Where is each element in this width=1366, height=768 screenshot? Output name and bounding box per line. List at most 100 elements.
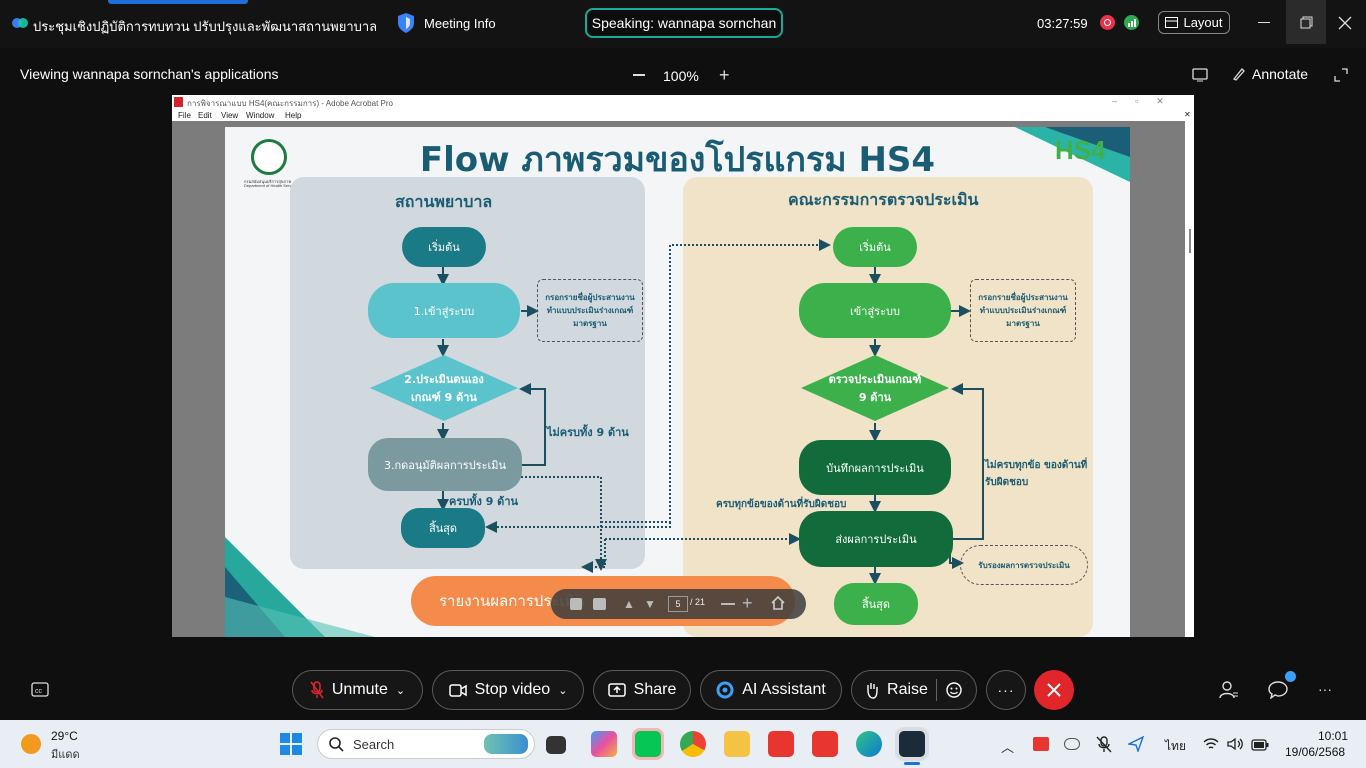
acrobat-title: การพิจารณาแบบ HS4(คณะกรรมการ) - Adobe Ac… <box>187 99 393 108</box>
clock-date[interactable]: 19/06/2568 <box>1285 745 1346 759</box>
left-login-node: 1.เข้าสู่ระบบ <box>368 283 520 338</box>
prev-page-icon[interactable]: ▲ <box>623 597 635 611</box>
speaking-indicator: Speaking: wannapa sornchan <box>585 8 783 38</box>
acrobat-icon <box>174 97 183 107</box>
start-windows-icon[interactable] <box>280 733 302 760</box>
chevron-down-icon[interactable]: ⌄ <box>395 684 406 697</box>
annotate-button[interactable]: Annotate <box>1232 66 1308 82</box>
zoom-out-button[interactable] <box>633 74 645 76</box>
raise-hand-button[interactable]: Raise <box>851 670 977 710</box>
hs4-logo: HS4 <box>1055 135 1106 165</box>
reaction-icon[interactable] <box>945 681 963 699</box>
menu-edit[interactable]: Edit <box>198 111 212 120</box>
pen-icon <box>1232 68 1245 81</box>
anydesk-icon[interactable] <box>768 731 794 757</box>
show-hidden-icons[interactable]: ︿ <box>1001 740 1015 755</box>
zoom-out-doc-icon[interactable] <box>721 603 735 605</box>
input-language[interactable]: ไทย <box>1165 739 1186 753</box>
menu-file[interactable]: File <box>178 111 191 120</box>
right-check-diamond <box>801 355 949 421</box>
minimize-window-icon[interactable] <box>1258 22 1270 23</box>
zoom-in-doc-icon[interactable]: + <box>742 593 753 613</box>
right-not-complete-label: ไม่ครบทุกข้อ ของด้านที่รับผิดชอบ <box>985 460 1088 488</box>
tray-mic-muted-icon[interactable] <box>1096 736 1112 758</box>
meeting-title-bar: ประชุมเชิงปฏิบัติการทบทวน ปรับปรุงและพัฒ… <box>0 0 1366 48</box>
more-options-button[interactable]: ··· <box>986 670 1026 710</box>
page-total: / 21 <box>690 597 706 607</box>
ai-assistant-label: AI Assistant <box>742 681 826 698</box>
edge-icon[interactable] <box>856 731 882 757</box>
share-screen-icon <box>607 682 626 697</box>
right-send-node: ส่งผลการประเมิน <box>799 511 953 567</box>
more-menu-icon[interactable]: ··· <box>1318 681 1332 697</box>
captions-icon[interactable]: cc <box>31 682 49 702</box>
viewing-label: Viewing wannapa sornchan's applications <box>20 66 279 82</box>
close-window-icon[interactable] <box>1338 16 1352 35</box>
recording-icon[interactable] <box>1100 15 1115 30</box>
restore-window-button[interactable] <box>1286 0 1326 44</box>
wps-icon[interactable] <box>812 731 838 757</box>
weather-sun-icon[interactable] <box>21 734 41 754</box>
menu-view[interactable]: View <box>221 111 239 120</box>
next-page-icon[interactable]: ▼ <box>644 597 656 611</box>
acrobat-window-controls[interactable]: –▫✕ <box>1112 96 1182 106</box>
tray-send-icon[interactable] <box>1126 735 1145 757</box>
page-number-input[interactable]: 5 <box>668 596 688 612</box>
screen-share-icon[interactable] <box>1192 68 1208 87</box>
share-label: Share <box>633 681 677 698</box>
unmute-button[interactable]: Unmute ⌄ <box>292 670 423 710</box>
unmute-label: Unmute <box>331 681 388 698</box>
webex-taskbar-icon[interactable] <box>899 731 925 757</box>
copilot-icon[interactable] <box>591 731 617 757</box>
right-login-node: เข้าสู่ระบบ <box>799 283 951 338</box>
right-start-node: เริ่มต้น <box>833 227 917 267</box>
fullscreen-icon[interactable] <box>1334 68 1348 87</box>
meeting-info-button[interactable]: Meeting Info <box>424 16 496 31</box>
end-call-button[interactable] <box>1034 670 1074 710</box>
stop-video-label: Stop video <box>474 681 551 698</box>
left-note-box: กรอกรายชื่อผู้ประสานงาน ทำแบบประเมินร่าง… <box>537 279 643 342</box>
slide-title: Flow ภาพรวมของโปรแกรม HS4 <box>419 140 936 180</box>
home-icon[interactable] <box>771 595 785 615</box>
camera-icon <box>448 683 467 697</box>
weather-temp[interactable]: 29°C <box>51 729 78 743</box>
meeting-timer: 03:27:59 <box>1037 16 1088 31</box>
search-placeholder: Search <box>353 737 395 752</box>
close-doc-icon[interactable]: ✕ <box>1184 110 1191 119</box>
zoom-in-button[interactable]: + <box>719 65 730 85</box>
task-view-icon[interactable] <box>546 736 566 754</box>
left-approve-node: 3.กดอนุมัติผลการประเมิน <box>368 438 522 491</box>
share-button[interactable]: Share <box>593 670 691 710</box>
file-explorer-icon[interactable] <box>724 731 750 757</box>
menu-window[interactable]: Window <box>246 111 275 120</box>
chat-icon[interactable] <box>1268 681 1288 704</box>
chrome-icon[interactable] <box>680 731 706 757</box>
participants-icon[interactable] <box>1219 681 1239 704</box>
left-heading: สถานพยาบาล <box>395 192 493 211</box>
battery-icon[interactable] <box>1251 738 1269 756</box>
chevron-down-icon[interactable]: ⌄ <box>558 684 568 697</box>
slide-decoration <box>225 127 1130 637</box>
right-end-node: สิ้นสุด <box>834 583 918 625</box>
taskbar-search-box[interactable]: Search <box>317 729 535 759</box>
save-icon[interactable] <box>570 598 582 610</box>
network-quality-icon[interactable] <box>1124 15 1139 30</box>
tray-cloud-icon[interactable] <box>1064 738 1080 750</box>
document-scrollbar[interactable] <box>1185 121 1194 637</box>
meeting-title[interactable]: ประชุมเชิงปฏิบัติการทบทวน ปรับปรุงและพัฒ… <box>33 19 378 34</box>
ai-assistant-button[interactable]: AI Assistant <box>700 670 842 710</box>
flow-connectors <box>437 239 984 585</box>
line-app-icon[interactable] <box>635 731 661 757</box>
menu-help[interactable]: Help <box>285 111 302 120</box>
tray-anydesk-icon[interactable] <box>1033 737 1049 751</box>
left-complete-label: ครบทั้ง 9 ด้าน <box>449 495 519 508</box>
volume-icon[interactable] <box>1227 737 1245 756</box>
stop-video-button[interactable]: Stop video ⌄ <box>432 670 584 710</box>
wifi-icon[interactable] <box>1203 737 1219 756</box>
weather-desc: มีแดด <box>51 748 80 761</box>
search-highlight-image <box>484 734 528 754</box>
clock-time[interactable]: 10:01 <box>1318 729 1349 743</box>
print-icon[interactable] <box>593 598 606 610</box>
layout-button[interactable]: Layout <box>1158 11 1230 34</box>
left-self-eval-label: 2.ประเมินตนเอง เกณฑ์ 9 ด้าน <box>404 373 484 404</box>
